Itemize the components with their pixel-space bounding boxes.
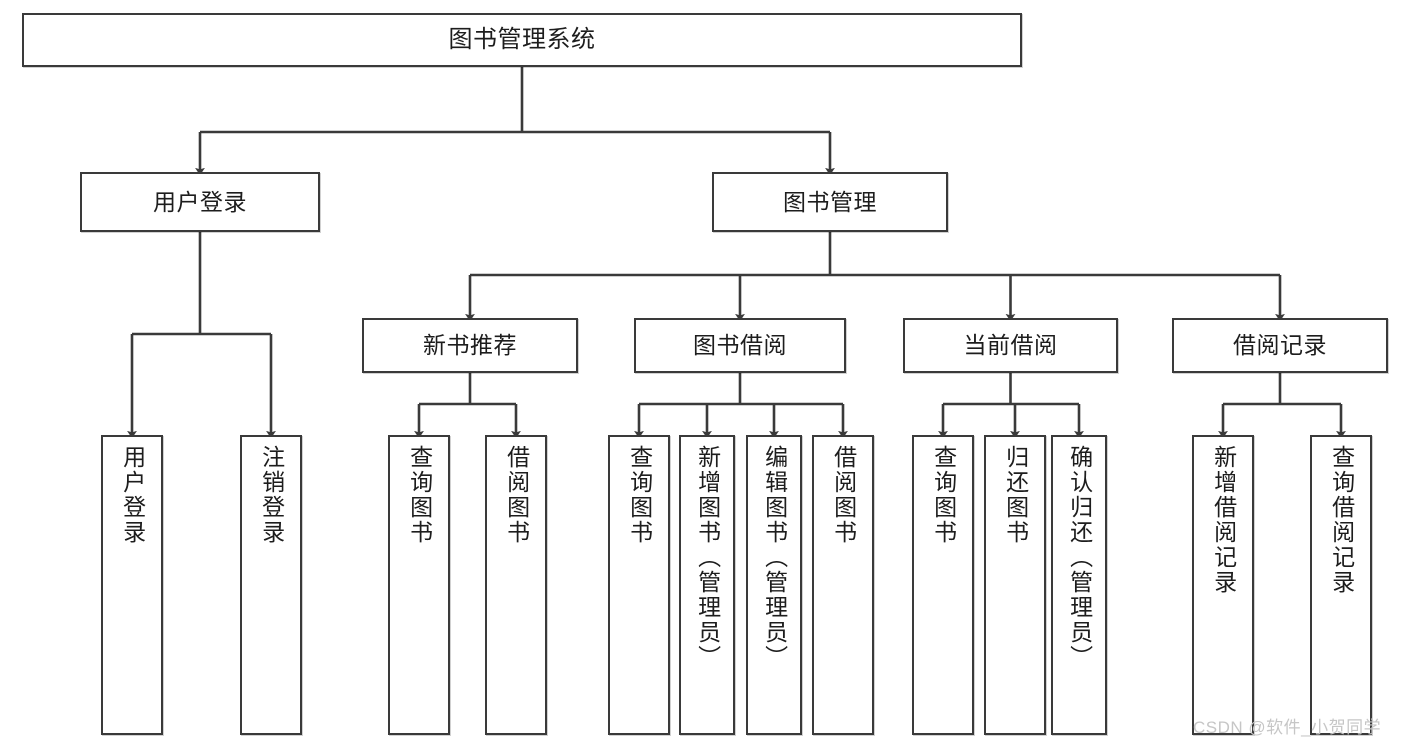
node-label: 用户登录 <box>119 445 146 545</box>
node-label: 借阅记录 <box>1233 332 1327 359</box>
node-label: 注销登录 <box>258 445 285 545</box>
node-label: 图书管理系统 <box>448 26 596 54</box>
node-leaf-borrow-book-2[interactable]: 借阅图书 <box>812 435 874 735</box>
node-leaf-add-record[interactable]: 新增借阅记录 <box>1192 435 1254 735</box>
node-label: 归还图书 <box>1002 445 1029 545</box>
node-borrow-record[interactable]: 借阅记录 <box>1172 318 1388 373</box>
node-label: 查询图书 <box>406 445 433 545</box>
node-label: 借阅图书 <box>503 445 530 545</box>
node-label: 借阅图书 <box>830 445 857 545</box>
node-label: 新增图书（管理员） <box>694 445 721 670</box>
node-label: 图书管理 <box>783 188 877 215</box>
node-leaf-query-record[interactable]: 查询借阅记录 <box>1310 435 1372 735</box>
node-label: 查询图书 <box>930 445 957 545</box>
node-label: 图书借阅 <box>693 332 787 359</box>
node-leaf-borrow-book-1[interactable]: 借阅图书 <box>485 435 547 735</box>
node-label: 编辑图书（管理员） <box>761 445 788 670</box>
node-book-manage[interactable]: 图书管理 <box>712 172 948 232</box>
node-label: 查询图书 <box>626 445 653 545</box>
node-label: 用户登录 <box>153 188 247 215</box>
node-leaf-query-book-1[interactable]: 查询图书 <box>388 435 450 735</box>
node-leaf-edit-book[interactable]: 编辑图书（管理员） <box>746 435 802 735</box>
node-user-login[interactable]: 用户登录 <box>80 172 320 232</box>
node-label: 新书推荐 <box>423 332 517 359</box>
node-book-borrow[interactable]: 图书借阅 <box>634 318 846 373</box>
node-leaf-return-book[interactable]: 归还图书 <box>984 435 1046 735</box>
node-label: 确认归还（管理员） <box>1066 445 1093 670</box>
node-leaf-logout[interactable]: 注销登录 <box>240 435 302 735</box>
node-leaf-add-book[interactable]: 新增图书（管理员） <box>679 435 735 735</box>
node-leaf-confirm-return[interactable]: 确认归还（管理员） <box>1051 435 1107 735</box>
node-leaf-query-book-3[interactable]: 查询图书 <box>912 435 974 735</box>
watermark: CSDN @软件_小贺同学 <box>1193 718 1382 737</box>
node-label: 查询借阅记录 <box>1328 445 1355 595</box>
node-new-book-rec[interactable]: 新书推荐 <box>362 318 578 373</box>
node-root[interactable]: 图书管理系统 <box>22 13 1022 67</box>
node-label: 当前借阅 <box>963 332 1058 359</box>
node-leaf-user-login[interactable]: 用户登录 <box>101 435 163 735</box>
node-current-borrow[interactable]: 当前借阅 <box>903 318 1118 373</box>
node-label: 新增借阅记录 <box>1210 445 1237 595</box>
node-leaf-query-book-2[interactable]: 查询图书 <box>608 435 670 735</box>
